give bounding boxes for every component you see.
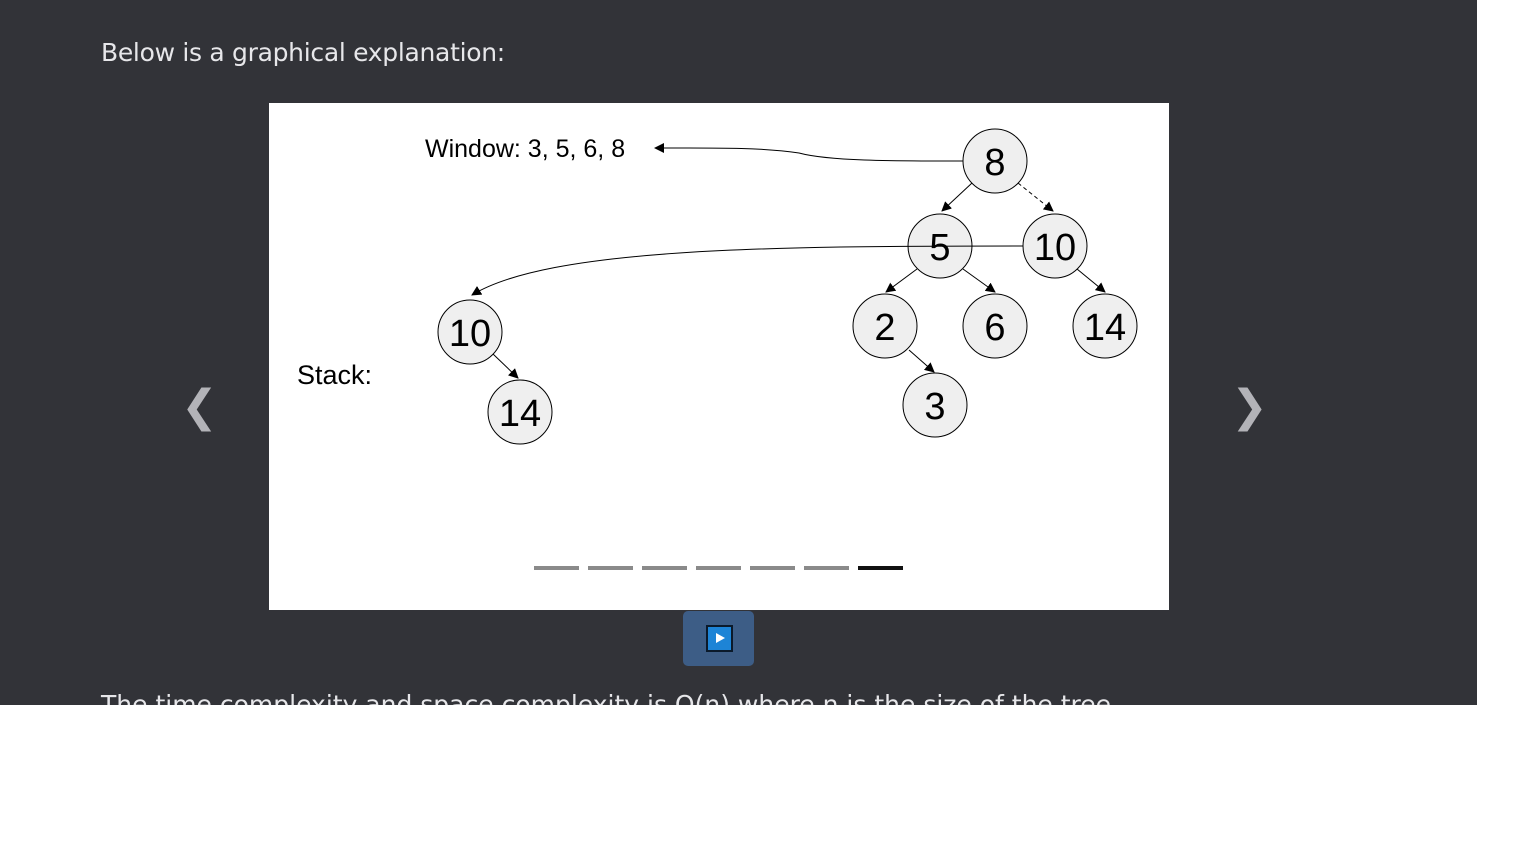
svg-text:10: 10 xyxy=(1034,227,1076,269)
edge-2-3 xyxy=(908,349,935,373)
tree-node-14: 14 xyxy=(1072,293,1138,359)
tree-node-10: 10 xyxy=(1022,213,1088,279)
slide-indicator-7[interactable] xyxy=(858,566,903,570)
tree-node-3: 3 xyxy=(902,372,968,438)
stack-node-14: 14 xyxy=(487,379,553,445)
svg-text:3: 3 xyxy=(924,386,945,428)
svg-text:8: 8 xyxy=(984,142,1005,184)
slide-indicator-4[interactable] xyxy=(696,566,741,570)
edge-5-2 xyxy=(885,268,918,293)
svg-text:14: 14 xyxy=(1084,307,1126,349)
slide-indicator-1[interactable] xyxy=(534,566,579,570)
play-button[interactable] xyxy=(683,611,754,666)
edge-10-14 xyxy=(1076,268,1106,293)
edge-5-6 xyxy=(962,268,996,293)
window-arrow xyxy=(654,142,964,162)
svg-text:5: 5 xyxy=(929,227,950,269)
slide-indicators xyxy=(534,566,903,570)
svg-text:6: 6 xyxy=(984,307,1005,349)
stack-arrow xyxy=(471,245,1024,296)
svg-text:10: 10 xyxy=(449,313,491,355)
play-icon xyxy=(706,625,733,652)
partial-text: The time complexity and space complexity… xyxy=(101,690,1119,705)
window-label: Window: 3, 5, 6, 8 xyxy=(425,135,625,163)
tree-node-6: 6 xyxy=(962,293,1028,359)
tree-node-8: 8 xyxy=(962,128,1028,194)
slide-indicator-6[interactable] xyxy=(804,566,849,570)
edge-8-10 xyxy=(1017,182,1054,212)
slide-indicator-2[interactable] xyxy=(588,566,633,570)
slide-indicator-3[interactable] xyxy=(642,566,687,570)
tree-diagram: Window: 3, 5, 6, 8 8 5 10 xyxy=(297,128,1138,570)
tree-node-2: 2 xyxy=(852,293,918,359)
intro-text: Below is a graphical explanation: xyxy=(101,38,505,67)
content-panel: Below is a graphical explanation: ❮ ❯ Wi… xyxy=(0,0,1477,705)
next-slide-button[interactable]: ❯ xyxy=(1231,381,1268,432)
stack-label: Stack: xyxy=(297,360,372,390)
slide-image: Window: 3, 5, 6, 8 8 5 10 xyxy=(269,103,1169,610)
previous-slide-button[interactable]: ❮ xyxy=(181,381,218,432)
slide-indicator-5[interactable] xyxy=(750,566,795,570)
stack-node-10: 10 xyxy=(437,299,503,365)
edge-stack-10-14 xyxy=(492,353,519,379)
edge-8-5 xyxy=(941,182,973,212)
svg-text:2: 2 xyxy=(874,307,895,349)
svg-text:14: 14 xyxy=(499,393,541,435)
